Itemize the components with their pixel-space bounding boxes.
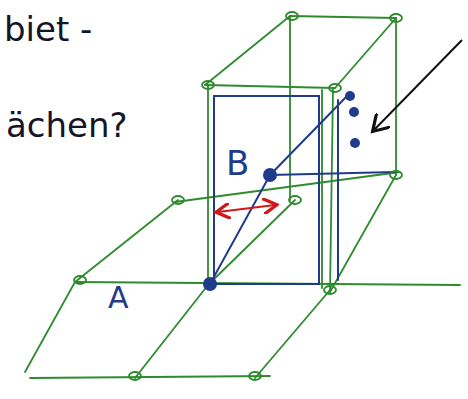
highlight-lines (210, 95, 395, 284)
grid-points (74, 12, 402, 380)
cube-outline (205, 16, 396, 292)
question-text: ächen? (6, 108, 128, 142)
leader-arrow (374, 40, 462, 130)
region-label: B (226, 146, 249, 180)
highlight-points (203, 91, 360, 291)
grid-floor (25, 172, 460, 378)
region-label: A (108, 283, 129, 313)
question-text: biet - (4, 12, 92, 46)
distance-arrow (218, 205, 275, 212)
